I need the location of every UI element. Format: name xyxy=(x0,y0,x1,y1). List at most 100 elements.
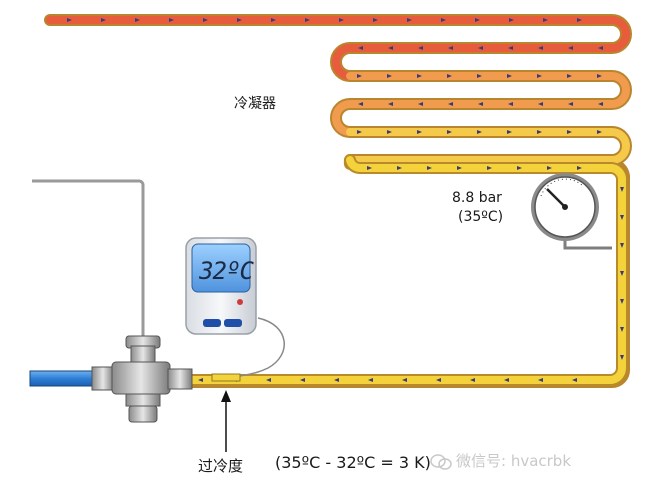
flow-arrow xyxy=(543,18,548,22)
flow-arrow xyxy=(402,378,407,382)
flow-arrow xyxy=(448,102,453,106)
flow-arrow xyxy=(67,18,72,22)
flow-arrow xyxy=(504,378,509,382)
flow-arrow xyxy=(597,74,602,78)
flow-arrow xyxy=(568,46,573,50)
flow-arrow xyxy=(441,18,446,22)
flow-arrow xyxy=(305,18,310,22)
flow-arrow xyxy=(271,18,276,22)
flow-arrow xyxy=(373,18,378,22)
flow-arrow xyxy=(169,18,174,22)
flow-arrow xyxy=(237,18,242,22)
flow-arrow xyxy=(538,102,543,106)
flow-arrow xyxy=(417,74,422,78)
flow-arrow xyxy=(203,18,208,22)
flow-arrow xyxy=(597,130,602,134)
flow-arrow xyxy=(620,187,624,192)
flow-arrow xyxy=(475,18,480,22)
coil-cool xyxy=(346,128,630,164)
subcooling-formula: (35ºC - 32ºC = 3 K) xyxy=(275,453,431,472)
flow-arrow xyxy=(135,18,140,22)
flow-arrow xyxy=(397,166,402,170)
flow-arrow xyxy=(357,130,362,134)
coil-mid xyxy=(332,72,630,136)
flow-arrow xyxy=(358,102,363,106)
flow-arrow xyxy=(507,74,512,78)
flow-arrow xyxy=(620,299,624,304)
flow-arrow xyxy=(436,378,441,382)
flow-arrow xyxy=(101,18,106,22)
flow-arrow xyxy=(266,378,271,382)
flow-arrow xyxy=(478,46,483,50)
flow-arrow xyxy=(620,271,624,276)
flow-arrow xyxy=(198,378,203,382)
flow-arrow xyxy=(620,215,624,220)
flow-arrow xyxy=(417,130,422,134)
wechat-icon xyxy=(430,453,452,470)
flow-arrow xyxy=(457,166,462,170)
flow-arrow xyxy=(334,378,339,382)
subcooling-label: 过冷度 xyxy=(198,457,244,475)
flow-arrow xyxy=(388,46,393,50)
flow-arrow xyxy=(537,74,542,78)
flow-arrow xyxy=(620,327,624,332)
flow-arrow xyxy=(538,46,543,50)
liquid-line-fill xyxy=(186,156,626,384)
flow-arrow xyxy=(547,166,552,170)
condenser-label: 冷凝器 xyxy=(234,96,276,112)
coil-hot xyxy=(46,16,630,80)
flow-arrow xyxy=(339,18,344,22)
flow-arrow xyxy=(387,74,392,78)
flow-arrow xyxy=(567,130,572,134)
arrow-up-icon xyxy=(221,390,231,452)
flow-arrow xyxy=(509,18,514,22)
flow-arrow xyxy=(300,378,305,382)
pressure-gauge-icon xyxy=(531,173,599,241)
flow-arrow xyxy=(598,46,603,50)
flow-arrow xyxy=(418,46,423,50)
flow-arrow xyxy=(427,166,432,170)
flow-arrow xyxy=(508,46,513,50)
flow-arrow xyxy=(418,102,423,106)
flow-arrow xyxy=(357,74,362,78)
flow-arrow xyxy=(577,166,582,170)
saturation-temperature: (35ºC) xyxy=(458,209,504,225)
watermark-text: 微信号: hvacrbk xyxy=(456,452,572,470)
capillary-tube xyxy=(32,179,145,340)
flow-arrow xyxy=(358,46,363,50)
flow-arrow xyxy=(568,102,573,106)
flow-arrow xyxy=(620,243,624,248)
thermometer-reading: 32ºC xyxy=(199,257,254,285)
digital-thermometer-icon xyxy=(185,237,257,335)
flow-arrow xyxy=(447,74,452,78)
flow-arrow xyxy=(407,18,412,22)
flow-arrow xyxy=(387,130,392,134)
flow-arrow xyxy=(567,74,572,78)
flow-arrow xyxy=(477,74,482,78)
watermark: 微信号: hvacrbk xyxy=(430,450,571,471)
flow-arrow xyxy=(477,130,482,134)
sensor-clip xyxy=(211,373,241,382)
flow-arrow xyxy=(508,102,513,106)
flow-arrow xyxy=(368,378,373,382)
flow-arrow xyxy=(537,130,542,134)
thermometer-wire xyxy=(239,317,285,377)
flow-arrow xyxy=(598,102,603,106)
flow-arrow xyxy=(507,130,512,134)
blue-inlet-pipe xyxy=(29,370,101,387)
flow-arrow xyxy=(487,166,492,170)
flow-arrow xyxy=(538,378,543,382)
pressure-reading: 8.8 bar xyxy=(452,190,502,206)
flow-arrow xyxy=(478,102,483,106)
flow-arrow xyxy=(620,355,624,360)
flow-arrow xyxy=(447,130,452,134)
flow-arrow xyxy=(388,102,393,106)
flow-arrow xyxy=(572,378,577,382)
flow-arrow xyxy=(470,378,475,382)
expansion-valve-icon xyxy=(91,335,193,423)
flow-arrow xyxy=(577,18,582,22)
flow-arrow xyxy=(448,46,453,50)
flow-arrow xyxy=(517,166,522,170)
flow-arrow xyxy=(367,166,372,170)
